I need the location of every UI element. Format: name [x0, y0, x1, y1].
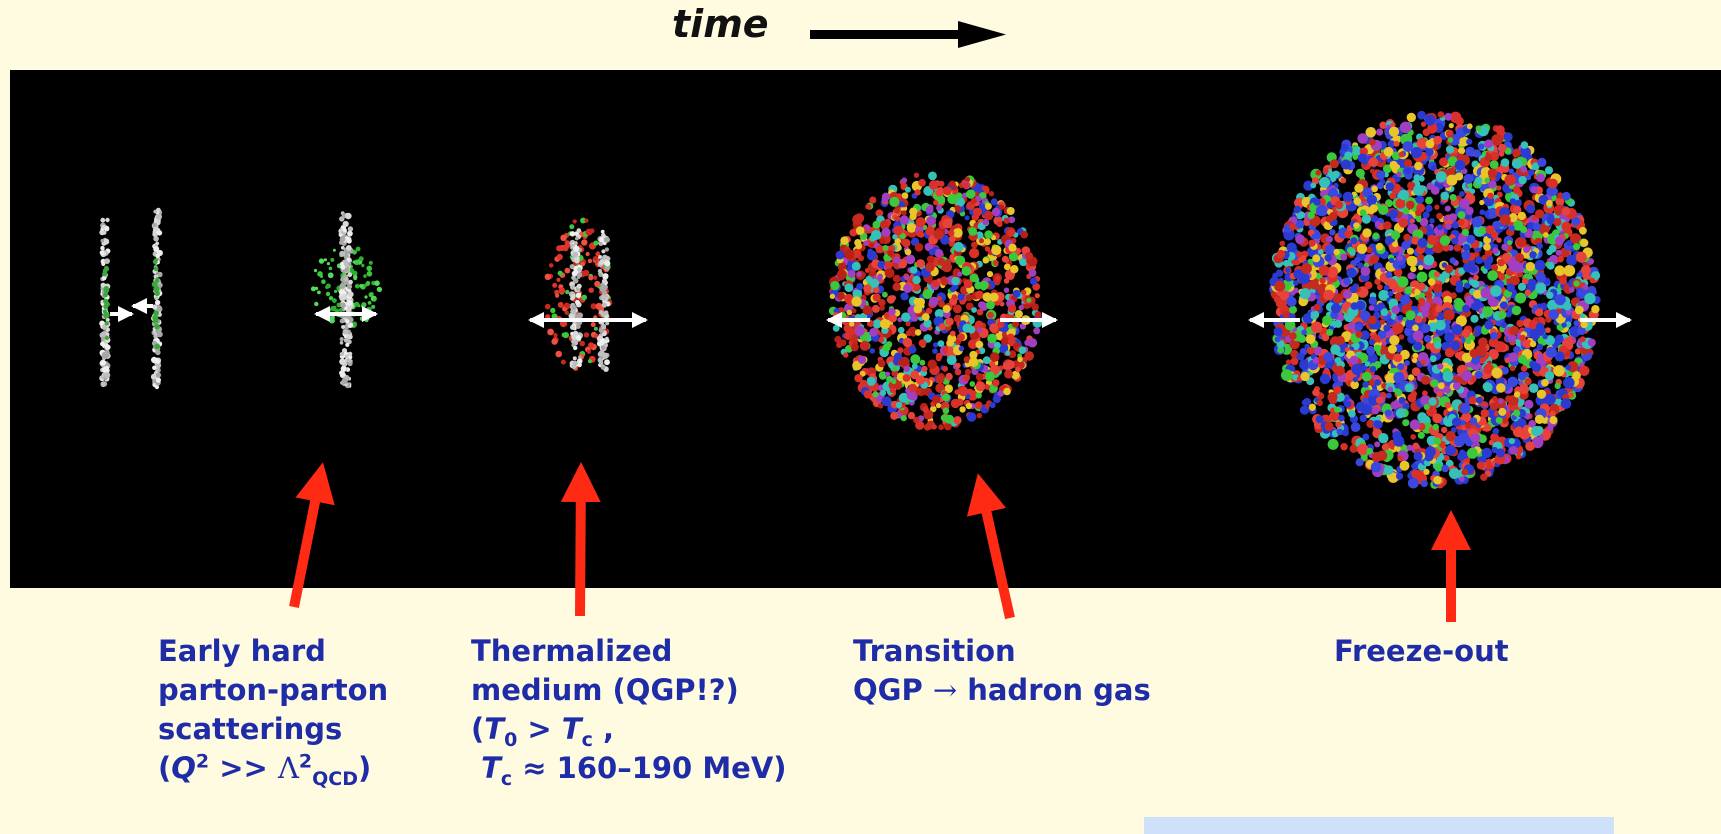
collision-simulation-panel: [10, 70, 1721, 588]
time-header: time: [0, 0, 1721, 70]
caption-thermalized-medium: Thermalized medium (QGP!?) (T0 > Tc , Tc…: [471, 634, 787, 790]
formula-q2-lambda: (Q2 >> Λ2QCD): [158, 750, 372, 790]
caption-freeze-out: Freeze-out: [1334, 634, 1509, 668]
time-arrow-icon: [810, 21, 1006, 48]
right-arrow-icon: →: [932, 673, 958, 707]
time-label: time: [672, 2, 769, 46]
formula-tc-range: Tc ≈ 160–190 MeV): [481, 751, 787, 790]
transition-line: QGP → hadron gas: [853, 673, 1151, 707]
formula-t0-tc: (T0 > Tc ,: [471, 712, 614, 751]
caption-early-hard-scatterings: Early hard parton-parton scatterings (Q2…: [158, 634, 389, 790]
info-box: [1144, 817, 1614, 834]
caption-transition: Transition QGP → hadron gas: [853, 632, 1151, 710]
